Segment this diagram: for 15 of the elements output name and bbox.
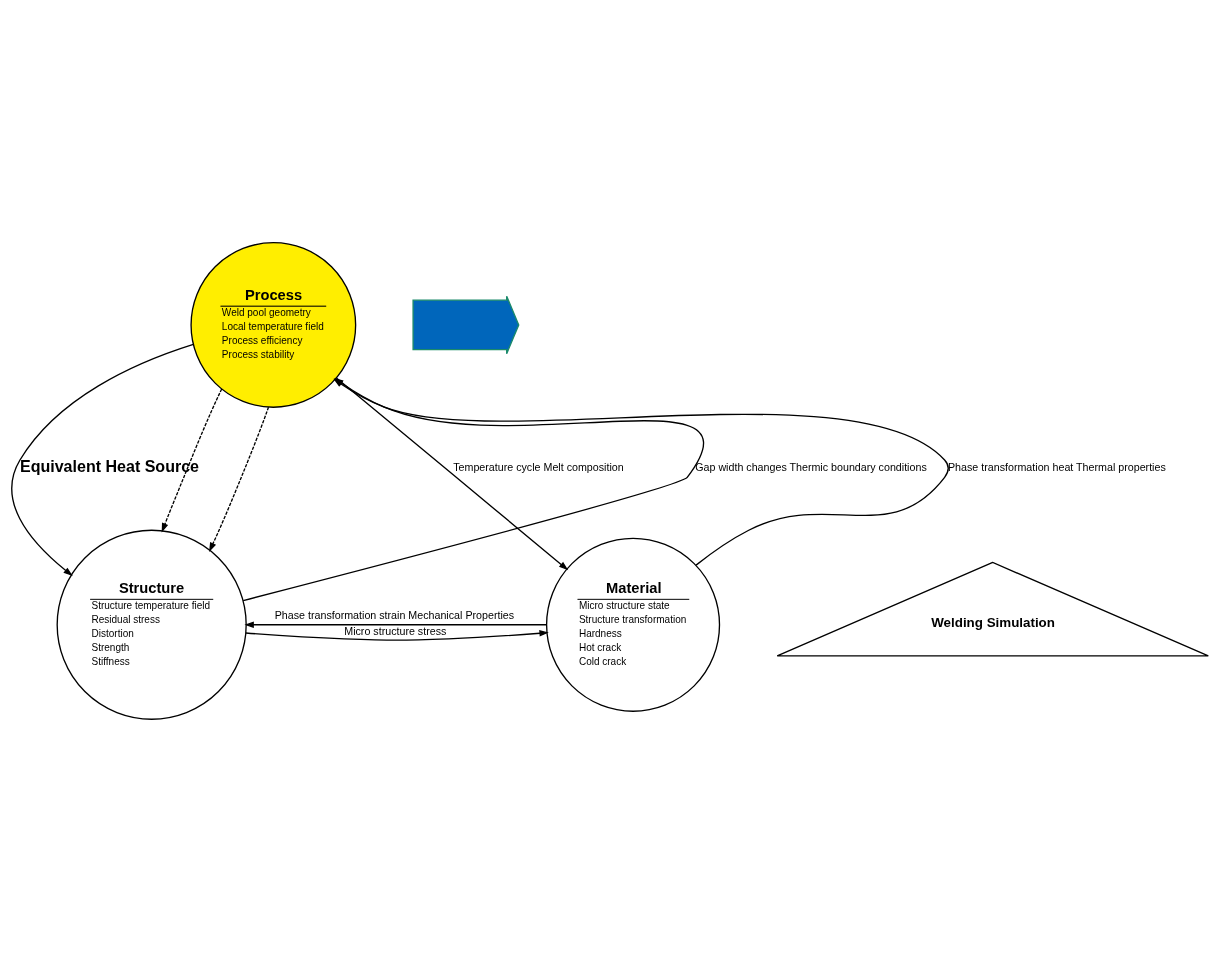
edge-label: Phase transformation heat Thermal properties [947,461,1166,474]
arrow [245,630,549,641]
node-circle: Structure Structure temperature field Residual stress Distortion Strength Stiffness [56,529,247,720]
node-circle: Process Weld pool geometry Local temperature field Process efficiency Process stability [190,242,357,408]
edge-label: Micro structure stress [344,625,447,638]
edge-label: Equivalent Heat Source [19,457,200,476]
node-circle: Material Micro structure state Structure transformation Hardness Hot crack Cold crack [545,537,721,712]
edge-label: Phase transformation strain Mechanical Properties [274,609,515,622]
edge-label: Temperature cycle Melt composition [453,461,624,474]
arrow [244,621,548,629]
arrow [209,406,270,552]
edge-label: Gap width changes Thermic boundary conditions [695,461,927,474]
node-arrow [412,295,520,355]
arrow [161,388,223,533]
arrow [11,343,194,577]
